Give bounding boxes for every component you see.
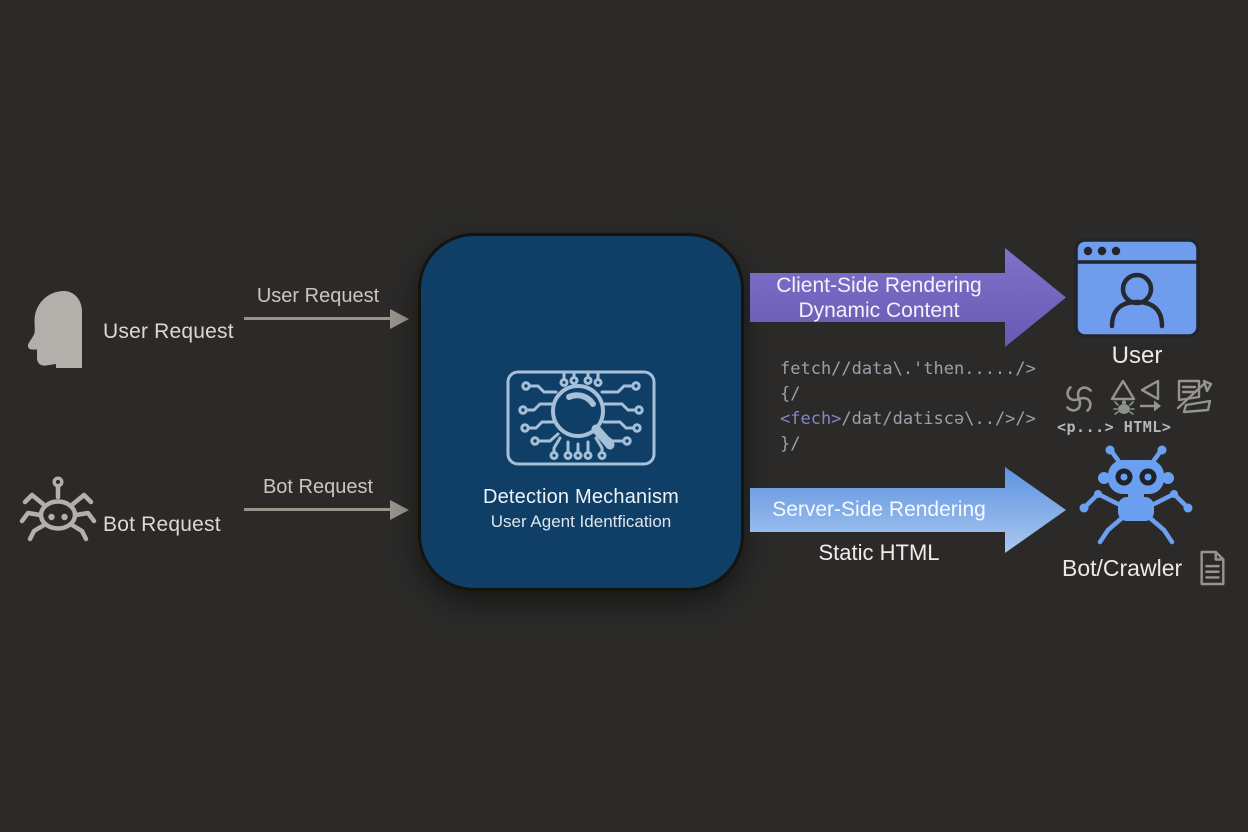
user-request-arrow-label: User Request xyxy=(256,285,380,307)
server-side-rendering-arrow xyxy=(750,467,1066,553)
server-side-rendering-label: Server-Side Rendering xyxy=(772,497,986,521)
user-target-label: User xyxy=(1111,342,1163,369)
detection-box-subtitle: User Agent Identfication xyxy=(490,512,672,531)
client-side-rendering-label: Client-Side Rendering Dynamic Content xyxy=(752,270,1006,326)
robot-crawler-icon xyxy=(1079,445,1193,545)
spiral-icon xyxy=(1066,386,1092,412)
browser-window-icon xyxy=(1074,238,1200,338)
csr-line2: Dynamic Content xyxy=(798,299,960,322)
spider-bot-icon xyxy=(19,476,97,542)
detection-mechanism-box: Detection Mechanism User Agent Identfica… xyxy=(418,233,744,591)
edit-document-icon xyxy=(1176,379,1213,414)
code-line3-tag: <fech> xyxy=(780,409,842,429)
code-line3-rest: /dat/datiscə\../>/> xyxy=(841,409,1036,429)
fetch-code-snippet: fetch//data\.'then...../> {/ <fech>/dat/… xyxy=(780,357,1036,457)
bot-request-arrow-label: Bot Request xyxy=(262,476,374,498)
user-source-label: User Request xyxy=(103,320,234,343)
static-html-label: Static HTML xyxy=(818,540,940,565)
bot-target: Bot/Crawler xyxy=(1062,548,1228,588)
bug-icon xyxy=(1113,400,1135,415)
bot-request-arrowhead-icon xyxy=(390,500,409,520)
triangle-up-icon xyxy=(1110,379,1136,401)
code-line2: {/ xyxy=(780,384,801,404)
client-side-rendering-arrow xyxy=(750,248,1066,347)
csr-line1: Client-Side Rendering xyxy=(776,274,982,297)
user-avatar-icon xyxy=(1109,272,1165,329)
bot-target-label: Bot/Crawler xyxy=(1062,554,1183,581)
head-silhouette-icon xyxy=(27,291,83,368)
code-line4: }/ xyxy=(780,434,801,454)
arrow-right-icon xyxy=(1140,400,1161,412)
html-tags-label: <p...> HTML> xyxy=(1057,418,1172,436)
detection-box-title: Detection Mechanism xyxy=(482,486,680,508)
user-request-arrow xyxy=(244,317,391,320)
code-line1: fetch//data\.'then...../> xyxy=(780,359,1036,379)
bot-request-arrow xyxy=(244,508,391,511)
user-request-arrowhead-icon xyxy=(390,309,409,329)
triangle-left-icon xyxy=(1140,379,1160,401)
bot-source-label: Bot Request xyxy=(103,513,221,536)
document-icon xyxy=(1200,550,1225,586)
circuit-magnifier-icon xyxy=(506,370,656,466)
